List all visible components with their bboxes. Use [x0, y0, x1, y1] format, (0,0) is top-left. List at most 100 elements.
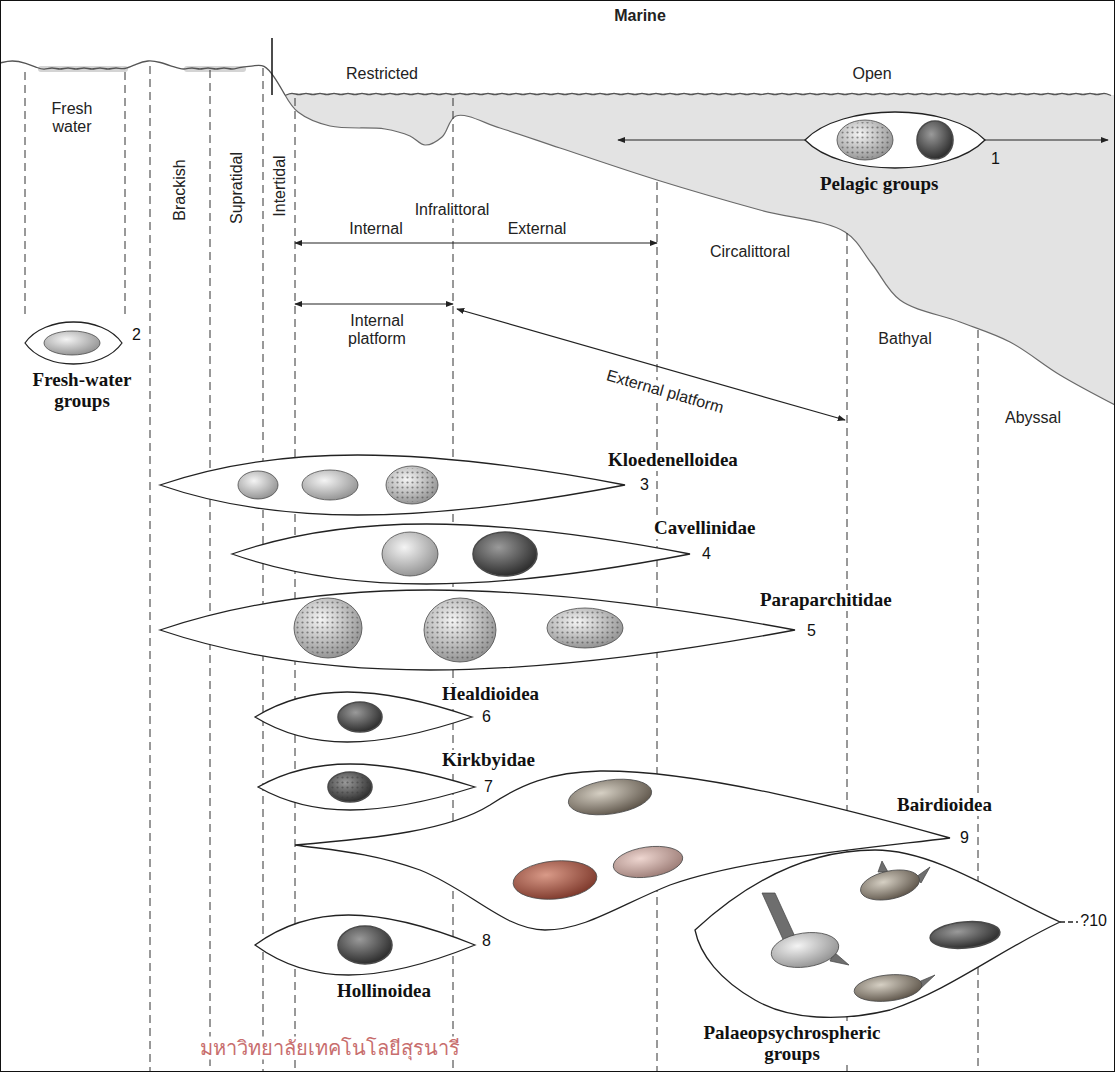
group-range: Healdioidea6 [255, 692, 472, 742]
ostracod-fossil [512, 857, 599, 902]
group-name: Pelagic groups [818, 174, 940, 195]
zone-label: Supratidal [228, 150, 246, 226]
ostracod-fossil [611, 842, 684, 881]
sea-surface [285, 94, 1111, 96]
group-name: Kirkbyidae [440, 750, 537, 771]
range-outline [160, 590, 795, 670]
ostracod-fossil [769, 928, 841, 971]
zone-label: Abyssal [1003, 409, 1063, 427]
group-range: Kirkbyidae7 [258, 764, 475, 810]
ostracod-fossil [917, 121, 953, 159]
zone-label: Restricted [344, 65, 420, 83]
ostracod-fossil [566, 774, 654, 819]
zone-divider [453, 98, 454, 1071]
group-name: Cavellinidae [652, 518, 757, 539]
zone-label: Brackish [171, 157, 189, 222]
range-lens [805, 112, 985, 168]
group-name: Bairdioidea [895, 795, 994, 816]
watermark-text: มหาวิทยาลัยเทคโนโลยีสุรนารี [198, 1037, 462, 1060]
callout-number: 4 [700, 545, 713, 563]
ostracod-fossil [238, 471, 278, 499]
group-name: Healdioidea [440, 684, 541, 705]
zone-label: Circalittoral [708, 243, 792, 261]
range-lens [160, 590, 795, 670]
group-range: Hollinoidea8 [255, 915, 475, 975]
range-arrow [295, 303, 453, 304]
callout-number: 3 [638, 476, 651, 494]
group-range: Pelagic groups1 [805, 112, 985, 168]
zone-divider [25, 72, 26, 318]
callout-number: 7 [482, 778, 495, 796]
sea-water [285, 95, 1115, 405]
range-lens [255, 915, 475, 975]
zone-label: External platform [602, 366, 727, 418]
group-range: Cavellinidae4 [232, 524, 690, 584]
fossil-texture [296, 600, 360, 656]
ostracod-fossil [858, 865, 923, 905]
zone-label: Bathyal [876, 330, 933, 348]
range-outline [805, 112, 985, 168]
zone-divider [150, 66, 151, 1071]
zone-label: Intertidal [271, 153, 289, 218]
ostracod-fossil [294, 598, 362, 658]
range-lens [25, 322, 122, 364]
land-surface [0, 61, 285, 95]
ostracod-fossil [338, 926, 392, 964]
zone-tick [271, 38, 273, 95]
group-name: Palaeopsychrospheric groups [690, 1023, 894, 1065]
fossil-texture [330, 774, 370, 800]
range-outline [255, 915, 475, 975]
callout-number: 5 [805, 622, 818, 640]
group-name: Hollinoidea [335, 981, 433, 1002]
callout-number: 8 [480, 932, 493, 950]
range-lens [695, 850, 1060, 1020]
range-outline [695, 850, 1060, 1017]
group-range: Palaeopsychrospheric groups?10 [695, 850, 1060, 1020]
fossil-texture [549, 610, 621, 646]
zone-label: Internal platform [330, 312, 424, 349]
ostracod-fossil [853, 972, 923, 1005]
callout-number: 6 [480, 708, 493, 726]
range-lens [258, 764, 475, 810]
ostracod-fossil [382, 532, 438, 576]
ostracod-fossil [302, 470, 358, 500]
range-lens [232, 524, 690, 584]
zone-divider [263, 68, 264, 1071]
zone-label: Fresh water [40, 100, 104, 137]
ostracod-fossil [328, 772, 372, 802]
group-name: Paraparchitidae [758, 590, 894, 611]
group-range: Fresh-water groups2 [25, 322, 122, 364]
zone-label: Infralittoral [413, 201, 492, 219]
ostracod-fossil [386, 466, 438, 504]
group-name: Kloedenelloidea [606, 450, 740, 471]
group-range: Paraparchitidae5 [160, 590, 795, 670]
callout-number: ?10 [1078, 912, 1109, 930]
range-extension [1060, 921, 1078, 922]
callout-number: 2 [130, 326, 143, 344]
range-lens [160, 455, 625, 515]
zone-label: Internal [347, 220, 404, 238]
ostracod-fossil [837, 120, 893, 160]
fossil-spine [878, 861, 888, 872]
zone-label: External [506, 220, 569, 238]
range-outline [258, 764, 475, 810]
zone-label: Open [850, 65, 893, 83]
ostracod-fossil [44, 331, 100, 355]
range-outline [160, 455, 625, 515]
ostracod-fossil [424, 598, 496, 662]
fossil-texture [426, 600, 494, 660]
ostracod-fossil [473, 532, 537, 576]
zone-divider [210, 70, 211, 1071]
group-range: Kloedenelloidea3 [160, 455, 625, 515]
group-name: Fresh-water groups [15, 370, 149, 412]
callout-number: 9 [958, 829, 971, 847]
ostracod-fossil [547, 608, 623, 648]
range-arrow [295, 242, 657, 243]
range-outline [25, 322, 122, 364]
range-arrow [457, 309, 845, 420]
ostracod-fossil [929, 919, 1001, 951]
